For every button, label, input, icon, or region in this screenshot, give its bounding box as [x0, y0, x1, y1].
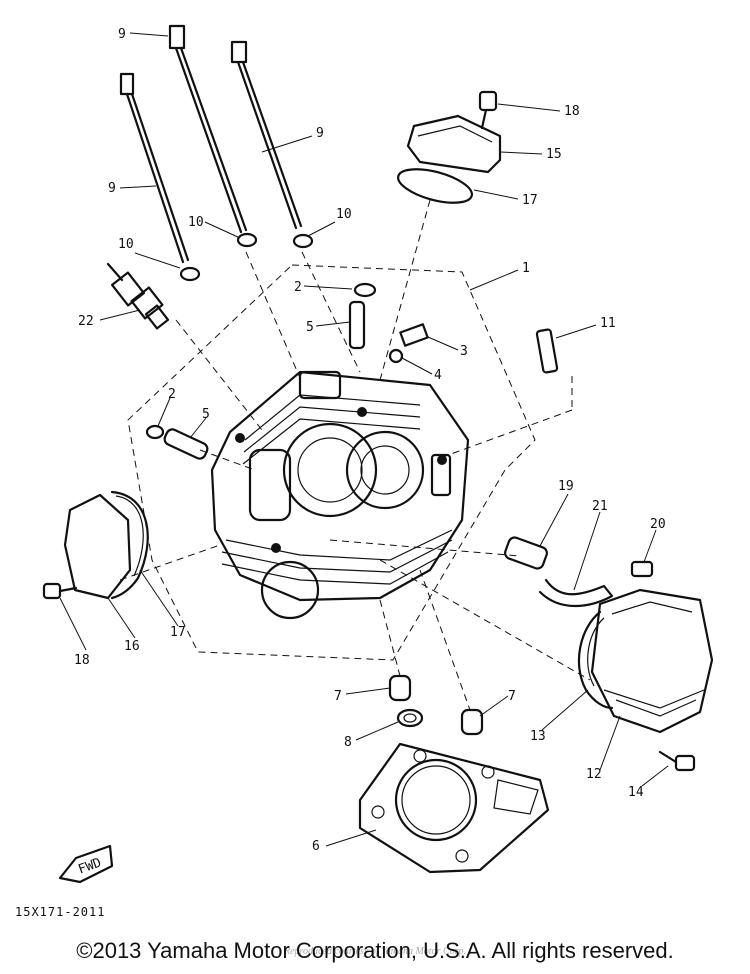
fwd-arrow-icon: FWD	[58, 844, 114, 884]
copyright-notice: ©2013 Yamaha Motor Corporation, U.S.A. A…	[76, 938, 674, 963]
callout-label: 9	[118, 27, 126, 42]
callout-label: 11	[600, 316, 616, 331]
callout-label: 17	[522, 193, 538, 208]
dowels	[388, 674, 484, 736]
head-gasket	[358, 742, 550, 874]
side-cap	[577, 560, 714, 772]
spark-plug	[106, 262, 170, 330]
washers	[179, 232, 314, 282]
stud-bolts	[119, 24, 303, 264]
callout-label: 15	[546, 147, 562, 162]
callout-label: 3	[460, 344, 468, 359]
callout-label: 2	[294, 280, 302, 295]
callout-label: 12	[586, 767, 602, 782]
callout-label: 5	[306, 320, 314, 335]
callout-label: 21	[592, 499, 608, 514]
watermark: Reproduced courtesy of Yamaha Motor Corp…	[283, 946, 467, 957]
cylinder-head	[210, 370, 470, 620]
top-cap	[397, 90, 502, 204]
callout-label: 22	[78, 314, 94, 329]
callout-label: 13	[530, 729, 546, 744]
callout-label: 6	[312, 839, 320, 854]
callout-labels: 9 9 9 10 10 10 2 5 3 4 11 22 1 2 5 18 15…	[74, 27, 666, 854]
callout-label: 18	[74, 653, 90, 668]
callout-label: 4	[434, 368, 442, 383]
callout-label: 5	[202, 407, 210, 422]
fwd-label: FWD	[76, 855, 103, 877]
callout-label: 10	[188, 215, 204, 230]
drawing-code: 15X171-2011	[15, 905, 106, 919]
callout-label: 18	[564, 104, 580, 119]
assembly-outline	[127, 264, 536, 661]
callout-label: 10	[336, 207, 352, 222]
breather-fitting	[504, 536, 614, 608]
side-cover	[42, 490, 149, 600]
callout-label: 19	[558, 479, 574, 494]
callout-label: 20	[650, 517, 666, 532]
callout-label: 10	[118, 237, 134, 252]
callout-label: 1	[522, 261, 530, 276]
callout-label: 9	[108, 181, 116, 196]
callout-label: 17	[170, 625, 186, 640]
callout-label: 9	[316, 126, 324, 141]
callout-label: 8	[344, 735, 352, 750]
callout-label: 7	[508, 689, 516, 704]
callout-label: 7	[334, 689, 342, 704]
leader-lines	[59, 32, 669, 847]
small-parts	[145, 282, 559, 460]
callout-label: 16	[124, 639, 140, 654]
callout-label: 2	[168, 387, 176, 402]
callout-label: 14	[628, 785, 644, 800]
